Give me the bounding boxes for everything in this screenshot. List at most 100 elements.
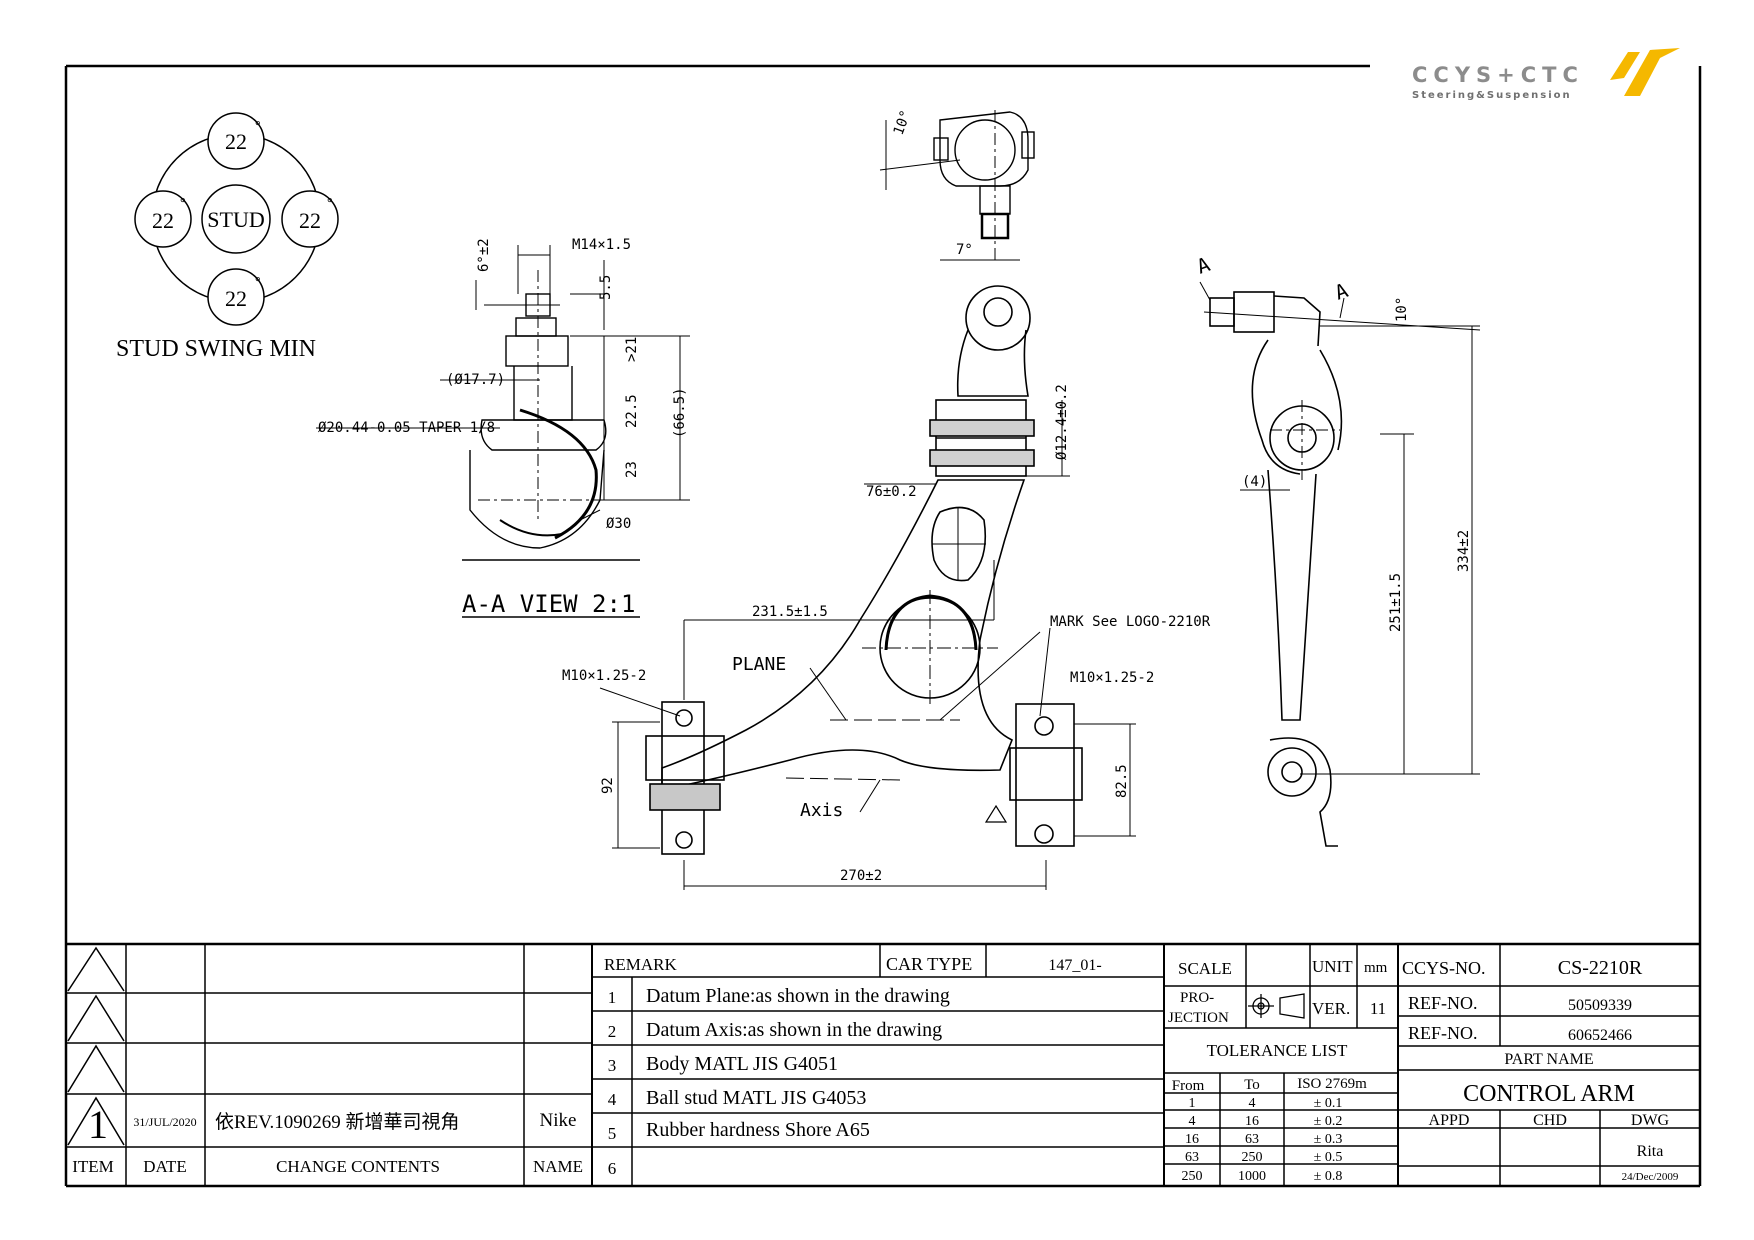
aa-view-labels: M14×1.5 6°±2 5.5 >21 22.5 23 (66.5) (Ø17…: [318, 237, 688, 618]
part-name-label: PART NAME: [1504, 1051, 1593, 1068]
top-angle-1: 10°: [891, 108, 915, 137]
main-d3: 231.5±1.5: [752, 604, 828, 620]
side-d3: 334±2: [1456, 530, 1472, 572]
stud-swing-deg-3: °: [180, 196, 186, 211]
stud-swing-center: STUD: [207, 207, 264, 232]
remark-no-2: 2: [608, 1022, 617, 1041]
main-d1: Ø12.4±0.2: [1054, 384, 1070, 460]
main-d6: 82.5: [1114, 764, 1130, 798]
revision-header-content: CHANGE CONTENTS: [276, 1157, 440, 1176]
main-bolt-left: M10×1.25-2: [562, 668, 646, 684]
dwg-label: DWG: [1631, 1112, 1670, 1129]
main-mark: MARK See LOGO-2210R: [1050, 614, 1211, 630]
sheet-frame: [64, 64, 1702, 1188]
remark-text-1: Datum Plane:as shown in the drawing: [646, 985, 950, 1007]
ver-value: 11: [1370, 999, 1386, 1018]
stud-swing-deg-1: °: [255, 119, 261, 134]
top-joint-view: [879, 110, 1035, 262]
logo-tagline: Steering&Suspension: [1412, 90, 1572, 101]
aa-d3: 22.5: [624, 394, 640, 428]
aa-angle: 6°±2: [476, 238, 492, 272]
tol-header-to: To: [1244, 1077, 1260, 1093]
ref1-label: REF-NO.: [1408, 993, 1478, 1013]
revision-item-1: 1: [88, 1102, 108, 1147]
remark-block: REMARK CAR TYPE 147_01- 1 Datum Plane:as…: [604, 954, 1102, 1178]
scale-block: SCALE UNIT mm PRO-JECTION VER. 11 TOLERA…: [1168, 957, 1388, 1184]
projection-label: PRO-JECTION: [1168, 990, 1229, 1026]
main-axis: Axis: [800, 800, 843, 821]
chd-label: CHD: [1533, 1112, 1567, 1129]
projection-symbol-icon: [1248, 993, 1305, 1019]
side-view: [1199, 281, 1481, 847]
ccys-number: CS-2210R: [1558, 957, 1643, 979]
ref1-number: 50509339: [1568, 997, 1632, 1014]
tolerance-title: TOLERANCE LIST: [1207, 1041, 1348, 1060]
company-logo: CCYS+CTC Steering&Suspension: [1412, 48, 1680, 101]
side-view-labels: A A 10° (4) 251±1.5 334±2: [1194, 252, 1472, 632]
revision-header-item: ITEM: [72, 1157, 114, 1176]
side-a2: A: [1332, 278, 1352, 305]
stud-swing-deg-4: °: [327, 196, 333, 211]
aa-view: [316, 245, 690, 618]
remark-text-4: Ball stud MATL JIS G4053: [646, 1087, 866, 1109]
title-block-grid: [66, 942, 1700, 1186]
part-name: CONTROL ARM: [1463, 1081, 1635, 1107]
appd-label: APPD: [1429, 1112, 1470, 1129]
side-a1: A: [1194, 252, 1214, 279]
main-d2: 76±0.2: [866, 484, 917, 500]
warning-triangle-icon: [984, 804, 1008, 823]
unit-label: UNIT: [1312, 957, 1353, 976]
tol-from-3: 16: [1185, 1132, 1199, 1147]
stud-swing-deg-2: °: [255, 275, 261, 290]
main-bolt-right: M10×1.25-2: [1070, 670, 1154, 686]
remark-no-1: 1: [608, 988, 617, 1007]
main-d4: 270±2: [840, 868, 882, 884]
tol-from-4: 63: [1185, 1150, 1199, 1165]
revision-header-name: NAME: [533, 1157, 583, 1176]
aa-dia1: (Ø17.7): [446, 372, 505, 388]
stud-swing-bottom: 22: [225, 286, 247, 311]
aa-taper: Ø20.44-0.05 TAPER 1/8: [318, 420, 495, 436]
main-d5: 92: [600, 777, 616, 794]
aa-view-title: A-A VIEW 2:1: [462, 590, 635, 618]
unit-value: mm: [1364, 960, 1388, 976]
tol-val-5: ± 0.8: [1314, 1169, 1343, 1184]
title-block: CCYS-NO. CS-2210R REF-NO. 50509339 REF-N…: [1402, 957, 1679, 1183]
ref2-label: REF-NO.: [1408, 1023, 1478, 1043]
main-arm-view: [599, 285, 1136, 890]
aa-d1: 5.5: [598, 275, 614, 300]
revision-block: 1 31/JUL/2020 依REV.1090269 新增華司視角 Nike I…: [72, 1102, 583, 1176]
drawer-name: Rita: [1637, 1143, 1664, 1160]
top-angle-2: 7°: [956, 242, 973, 258]
side-angle: 10°: [1394, 297, 1410, 322]
stud-swing-caption: STUD SWING MIN: [116, 336, 316, 362]
tol-to-4: 250: [1242, 1150, 1263, 1165]
revision-header-date: DATE: [143, 1157, 186, 1176]
revision-date-1: 31/JUL/2020: [133, 1115, 196, 1129]
car-type-label: CAR TYPE: [886, 954, 972, 974]
stud-swing-right: 22: [299, 208, 321, 233]
remark-no-3: 3: [608, 1056, 617, 1075]
tol-val-4: ± 0.5: [1314, 1150, 1343, 1165]
ver-label: VER.: [1312, 999, 1350, 1018]
tol-header-from: From: [1172, 1078, 1205, 1094]
stud-swing-top: 22: [225, 129, 247, 154]
remark-no-4: 4: [608, 1090, 617, 1109]
remark-text-3: Body MATL JIS G4051: [646, 1053, 838, 1075]
remark-text-5: Rubber hardness Shore A65: [646, 1119, 870, 1141]
drawing-date: 24/Dec/2009: [1622, 1171, 1679, 1183]
tol-to-3: 63: [1245, 1132, 1259, 1147]
remark-label: REMARK: [604, 955, 677, 974]
remark-no-5: 5: [608, 1124, 617, 1143]
tol-val-1: ± 0.1: [1314, 1096, 1343, 1111]
remark-no-6: 6: [608, 1159, 617, 1178]
car-type-value: 147_01-: [1048, 957, 1101, 974]
aa-dia2: Ø30: [606, 516, 631, 532]
aa-thread: M14×1.5: [572, 237, 631, 253]
top-joint-labels: 10° 7°: [891, 108, 973, 258]
tol-val-3: ± 0.3: [1314, 1132, 1343, 1147]
tol-from-2: 4: [1189, 1114, 1196, 1129]
aa-d4: 23: [624, 461, 640, 478]
side-d2: 251±1.5: [1388, 573, 1404, 632]
